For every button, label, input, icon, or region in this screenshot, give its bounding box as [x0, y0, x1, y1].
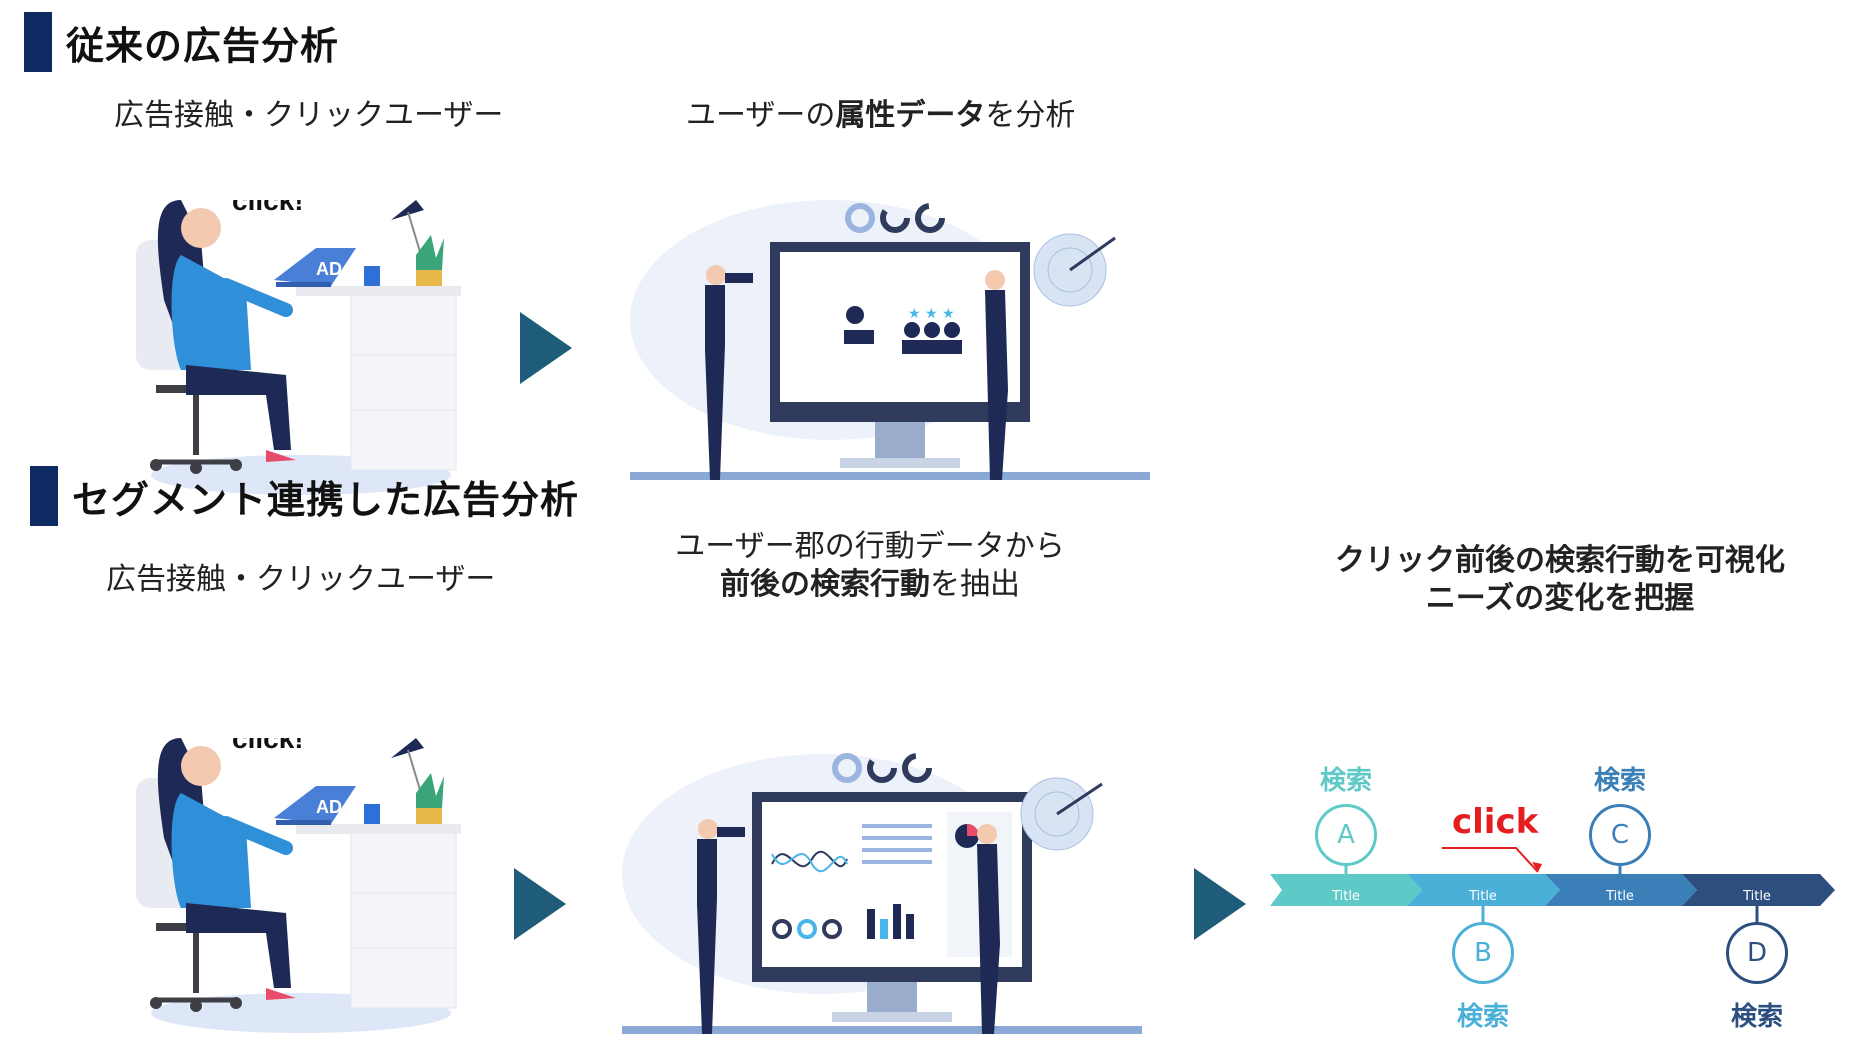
group-icon: [904, 322, 920, 338]
section2-step2-line2: 前後の検索行動を抽出: [660, 566, 1080, 604]
timeline-segment-3: [1545, 874, 1697, 906]
businessman: [705, 285, 725, 480]
timeline-node-c-letter: C: [1610, 820, 1630, 850]
donut-icon: [845, 203, 875, 233]
timeline-node-a: A: [1315, 804, 1377, 866]
section2-title: セグメント連携した広告分析: [30, 466, 579, 526]
desk-lamp: [391, 200, 424, 220]
ad-text-2: AD: [316, 797, 342, 817]
section2-step3-line2: ニーズの変化を把握: [1425, 581, 1695, 616]
businesswoman: [985, 290, 1008, 480]
svg-text:★ ★ ★: ★ ★ ★: [908, 306, 955, 322]
timeline-segment-1-title: Title: [1332, 889, 1360, 904]
arrow-right-icon-1: [520, 312, 572, 384]
timeline-search-label-d: 検索: [1730, 1002, 1783, 1032]
mug: [364, 266, 380, 286]
face: [181, 208, 221, 248]
section2-title-bar: [30, 466, 58, 526]
section1-step2-label-part1: ユーザーの: [686, 98, 836, 133]
ad-text: AD: [316, 259, 342, 279]
laptop-screen: [274, 248, 356, 286]
section2-title-text: セグメント連携した広告分析: [72, 477, 580, 522]
line-chart-icon: [771, 850, 848, 868]
section1-title-text: 従来の広告分析: [66, 23, 340, 68]
arrow-right-icon-3: [1194, 868, 1246, 940]
desk-drawers: [350, 294, 457, 471]
click-arrow: [1442, 847, 1539, 873]
blouse: [171, 255, 251, 370]
trousers: [186, 365, 291, 450]
click-text-2: click!: [232, 738, 304, 754]
woman-at-desk-illustration-1: AD click!: [136, 200, 461, 495]
plant: [416, 235, 444, 270]
timeline-chevrons: [1270, 874, 1835, 906]
timeline-node-c: C: [1589, 804, 1651, 866]
timeline-segment-1: [1270, 874, 1422, 906]
timeline-segment-2: [1407, 874, 1560, 906]
timeline-node-d-letter: D: [1746, 938, 1768, 968]
bar-chart-icon: [867, 909, 875, 939]
section1-title-bar: [24, 12, 52, 72]
section1-step1-label: 広告接触・クリックユーザー: [114, 98, 504, 133]
monitor-screen: [780, 252, 1020, 402]
click-text: click!: [232, 200, 304, 216]
section1-title: 従来の広告分析: [24, 12, 339, 72]
timeline-segment-3-title: Title: [1606, 889, 1634, 904]
timeline-click-label: click: [1452, 802, 1539, 842]
section1-step2-label-bold: 属性データ: [835, 98, 986, 133]
timeline-segment-4: [1682, 874, 1835, 906]
section2-step3-label: クリック前後の検索行動を可視化 ニーズの変化を把握: [1300, 542, 1820, 618]
timeline-connectors: [1344, 847, 1759, 922]
floor-line: [630, 472, 1150, 480]
monitor-presentation-illustration-1: ★ ★ ★: [630, 200, 1150, 480]
section2-step2-line1: ユーザー郡の行動データから: [675, 529, 1065, 564]
timeline-search-label-c: 検索: [1593, 766, 1646, 796]
arrow-right-icon-2: [514, 868, 566, 940]
timeline-node-d: D: [1726, 922, 1788, 984]
section1-step2-label-part2: を分析: [985, 98, 1076, 133]
person-chart-icon: [846, 306, 864, 324]
section2-step1-label: 広告接触・クリックユーザー: [106, 562, 496, 597]
section2-step2-line2-bold: 前後の検索行動: [720, 567, 930, 602]
timeline-node-a-letter: A: [1337, 820, 1355, 850]
section2-step2-label: ユーザー郡の行動データから 前後の検索行動を抽出: [660, 528, 1080, 604]
section2-step2-line2-normal: を抽出: [930, 567, 1020, 602]
donut-icon-2: [832, 753, 862, 783]
woman-at-desk-illustration-2: AD click!: [136, 738, 461, 1033]
timeline-node-b-letter: B: [1474, 938, 1492, 968]
section1-step2-label: ユーザーの属性データを分析: [686, 90, 1075, 134]
monitor-analytics-illustration: [622, 753, 1142, 1034]
section2-step3-line1: クリック前後の検索行動を可視化: [1335, 543, 1785, 578]
timeline-search-label-b: 検索: [1456, 1002, 1509, 1032]
timeline-segment-4-title: Title: [1743, 889, 1771, 904]
timeline-segment-2-title: Title: [1469, 889, 1497, 904]
desk-top: [296, 286, 461, 296]
timeline-node-b: B: [1452, 922, 1514, 984]
timeline-search-label-a: 検索: [1319, 766, 1372, 796]
